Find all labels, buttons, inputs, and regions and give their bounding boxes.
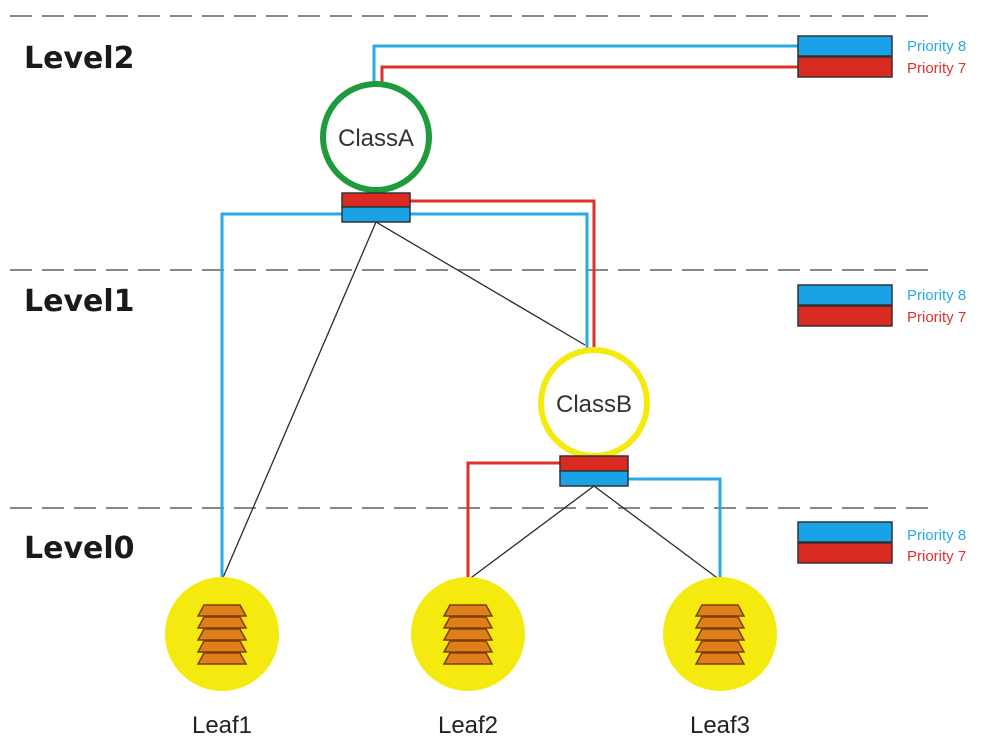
classA-label: ClassA	[338, 125, 414, 152]
blue-path-leaf1-to-classA	[220, 212, 342, 580]
priority-7-label: Priority 7	[907, 60, 966, 77]
red-path-classB-to-classA	[410, 199, 596, 348]
level0-label: Level0	[24, 531, 135, 566]
connector-classA-classB	[375, 221, 586, 346]
level1-label: Level1	[24, 284, 135, 319]
priority-8-label: Priority 8	[907, 527, 966, 544]
connector-classB-leaf2	[467, 485, 595, 581]
leaf3-label: Leaf3	[690, 712, 750, 739]
connector-classB-leaf3	[593, 485, 721, 581]
classB-label: ClassB	[556, 391, 632, 418]
queue-stack-icon	[442, 604, 494, 665]
classA-node	[320, 81, 432, 193]
red-path-classA-to-level2	[380, 65, 798, 84]
queue-stack-icon	[196, 604, 248, 665]
priority-8-swatch	[797, 521, 893, 543]
priority-7-label: Priority 7	[907, 309, 966, 326]
leaf2-label: Leaf2	[438, 712, 498, 739]
queue-stack-icon	[694, 604, 746, 665]
priority-8-swatch	[797, 35, 893, 57]
leaf2-node	[411, 577, 525, 691]
level2-label: Level2	[24, 41, 135, 76]
blue-path-classB-to-classA	[410, 212, 589, 348]
priority-7-swatch	[797, 542, 893, 564]
priority-7-swatch	[797, 305, 893, 327]
red-path-leaf2-to-classB	[466, 461, 560, 580]
connector-classA-leaf1	[221, 221, 377, 581]
priority-8-label: Priority 8	[907, 38, 966, 55]
priority-8-swatch	[797, 284, 893, 306]
leaf3-node	[663, 577, 777, 691]
priority-8-label: Priority 8	[907, 287, 966, 304]
leaf1-label: Leaf1	[192, 712, 252, 739]
level0-priority-legend: Priority 8 Priority 7	[797, 521, 966, 565]
leaf1-node	[165, 577, 279, 691]
level1-priority-legend: Priority 8 Priority 7	[797, 284, 966, 327]
classA-priority-box	[341, 192, 411, 223]
blue-path-leaf3-to-classB	[628, 477, 722, 580]
level2-priority-legend: Priority 8 Priority 7	[797, 35, 966, 78]
blue-path-classA-to-level2	[372, 44, 798, 84]
priority-7-label: Priority 7	[907, 548, 966, 565]
classB-priority-box	[559, 455, 629, 487]
priority-7-swatch	[797, 56, 893, 78]
